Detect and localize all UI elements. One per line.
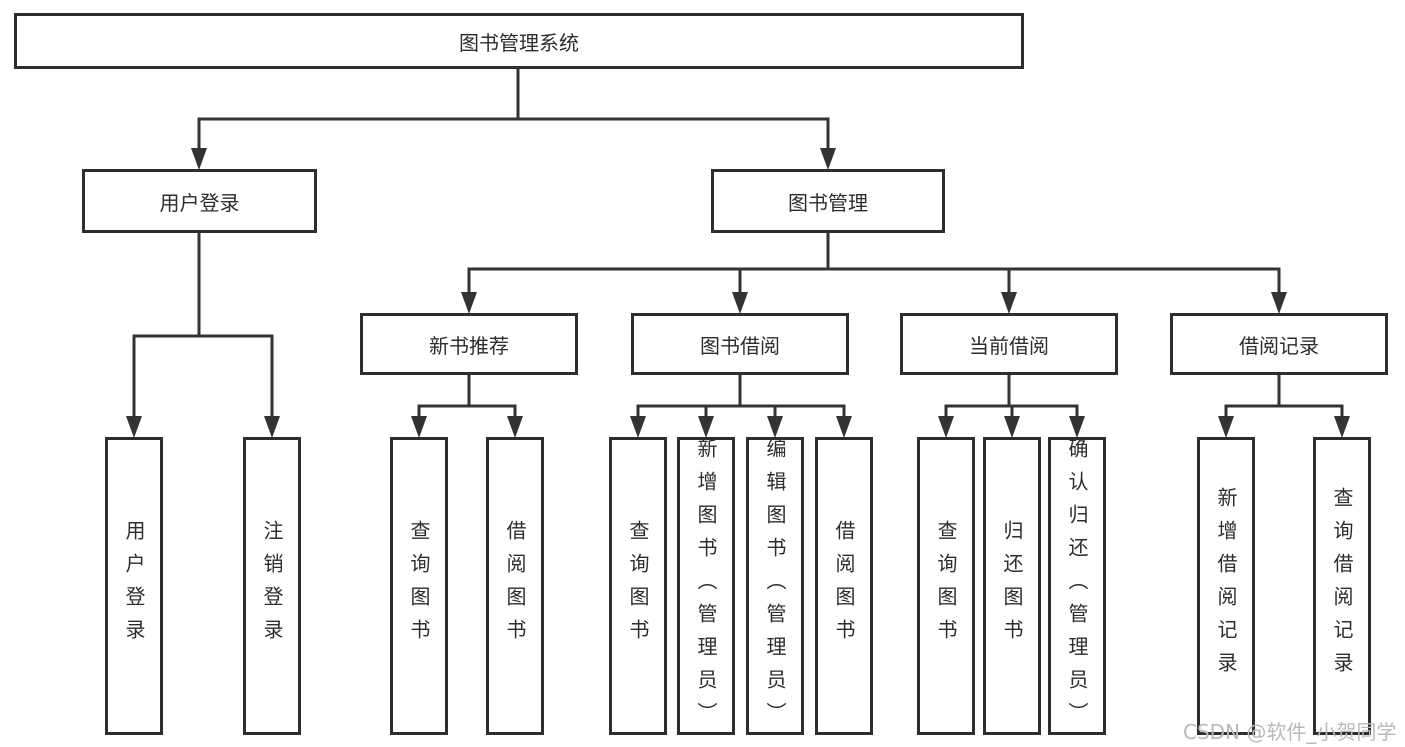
leaf-borrow-books: 借阅图书 <box>815 437 873 735</box>
node-label: 查询图书 <box>626 520 650 652</box>
node-book-borrowing: 图书借阅 <box>631 313 849 375</box>
node-label: 新增借阅记录 <box>1214 487 1238 685</box>
node-label: 用户登录 <box>159 190 240 215</box>
leaf-query-books: 查询图书 <box>390 437 448 735</box>
leaf-add-books-admin: 新增图书（管理员） <box>677 437 735 735</box>
node-label: 图书借阅 <box>700 333 780 358</box>
leaf-query-books: 查询图书 <box>609 437 667 735</box>
node-book-management: 图书管理 <box>711 169 945 233</box>
node-label: 查询图书 <box>934 520 958 652</box>
leaf-add-borrow-record: 新增借阅记录 <box>1197 437 1255 735</box>
node-label: 注销登录 <box>260 520 284 652</box>
node-label: 编辑图书（管理员） <box>763 437 787 735</box>
node-label: 新书推荐 <box>429 333 509 358</box>
node-label: 借阅图书 <box>503 520 527 652</box>
leaf-query-borrow-record: 查询借阅记录 <box>1313 437 1371 735</box>
leaf-return-books: 归还图书 <box>983 437 1041 735</box>
node-label: 图书管理系统 <box>459 30 579 55</box>
node-borrowing-records: 借阅记录 <box>1170 313 1388 375</box>
node-label: 新增图书（管理员） <box>694 437 718 735</box>
node-library-management-system: 图书管理系统 <box>14 13 1024 69</box>
leaf-query-books: 查询图书 <box>917 437 975 735</box>
node-new-book-recommend: 新书推荐 <box>360 313 578 375</box>
csdn-watermark: CSDN @软件_小贺同学 <box>1183 720 1397 744</box>
node-label: 借阅图书 <box>832 520 856 652</box>
node-label: 查询图书 <box>407 520 431 652</box>
node-label: 归还图书 <box>1000 520 1024 652</box>
node-label: 确认归还（管理员） <box>1065 437 1089 735</box>
node-label: 当前借阅 <box>969 333 1049 358</box>
node-label: 借阅记录 <box>1239 333 1319 358</box>
node-user-login: 用户登录 <box>82 169 317 233</box>
node-label: 查询借阅记录 <box>1330 487 1354 685</box>
leaf-confirm-return-admin: 确认归还（管理员） <box>1048 437 1106 735</box>
node-current-borrowing: 当前借阅 <box>900 313 1118 375</box>
leaf-logout: 注销登录 <box>243 437 301 735</box>
leaf-borrow-books: 借阅图书 <box>486 437 544 735</box>
leaf-edit-books-admin: 编辑图书（管理员） <box>746 437 804 735</box>
leaf-user-login: 用户登录 <box>105 437 163 735</box>
node-label: 图书管理 <box>788 190 868 215</box>
node-label: 用户登录 <box>122 520 146 652</box>
